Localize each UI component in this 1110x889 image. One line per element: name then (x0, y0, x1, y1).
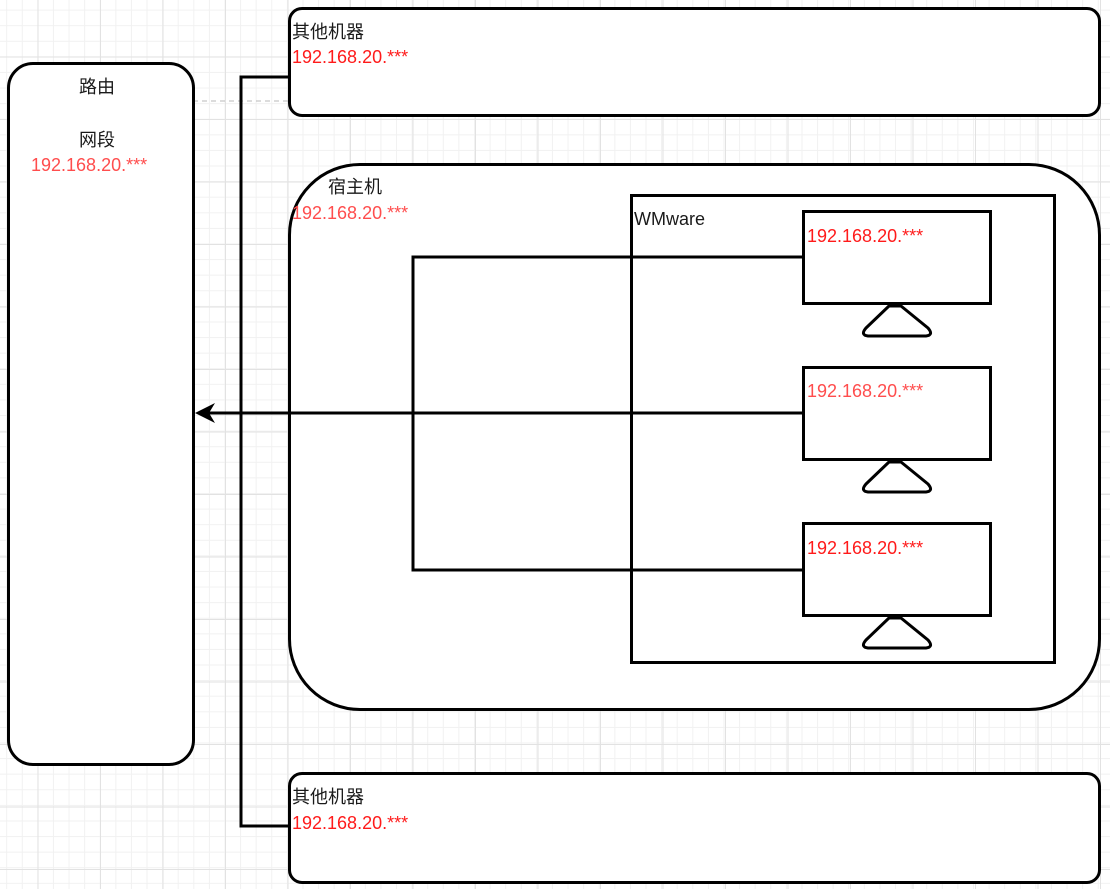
vm-monitor-2[interactable] (802, 366, 992, 461)
other-machine-bottom-node[interactable] (288, 772, 1101, 884)
router-title: 路由 (79, 77, 115, 97)
router-node[interactable] (7, 62, 195, 766)
host-machine-title: 宿主机 (328, 177, 382, 197)
vm-monitor-1[interactable] (802, 210, 992, 305)
other-machine-top-title: 其他机器 (292, 22, 364, 42)
router-subnet-label: 网段 (79, 130, 115, 150)
vm-1-ip: 192.168.20.*** (807, 226, 924, 246)
other-machine-bottom-title: 其他机器 (292, 787, 364, 807)
other-machine-top-ip: 192.168.20.*** (292, 47, 409, 67)
bus-line-top-machine[interactable] (239, 75, 289, 828)
vmware-title: WMware (634, 209, 705, 229)
other-machine-bottom-ip: 192.168.20.*** (292, 813, 409, 833)
router-subnet-ip: 192.168.20.*** (31, 155, 148, 175)
other-machine-top-node[interactable] (288, 7, 1101, 117)
vm-3-ip: 192.168.20.*** (807, 538, 924, 558)
vm-monitor-3[interactable] (802, 522, 992, 617)
vm-2-ip: 192.168.20.*** (807, 381, 924, 401)
host-machine-ip: 192.168.20.*** (292, 203, 409, 223)
arrow-head-icon (195, 403, 215, 423)
